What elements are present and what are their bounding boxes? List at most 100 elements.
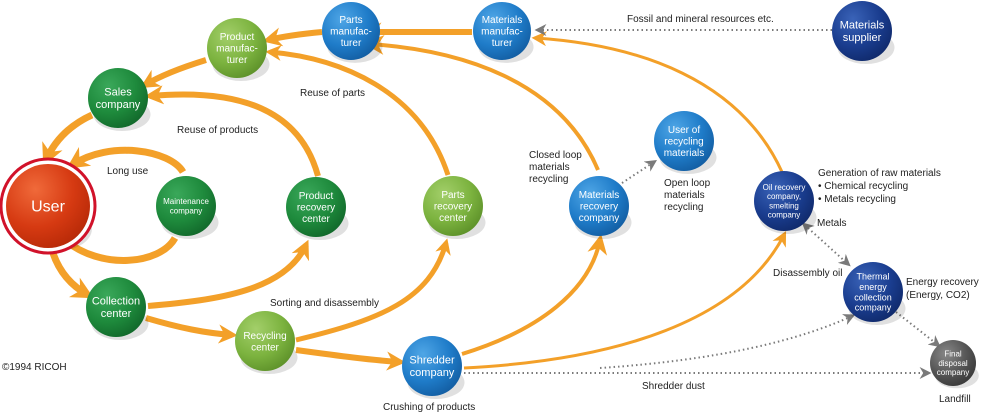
arrow-collection-to-recycling — [145, 315, 238, 344]
dotted-arrows — [464, 24, 941, 379]
node-circle — [754, 171, 814, 231]
node-label: smelting — [769, 201, 799, 210]
label-closed-loop-3: recycling — [529, 174, 568, 185]
node-label: turer — [492, 38, 513, 49]
arrow-sales-to-user — [42, 111, 94, 167]
label-open-loop-2: materials — [664, 190, 705, 201]
label-open-loop-1: Open loop — [664, 178, 711, 189]
node-label: Thermal — [856, 272, 889, 282]
dotted-materials-recovery-to-user-recycling — [621, 160, 658, 184]
node-label: recovery — [580, 202, 618, 213]
node-label: Parts — [339, 15, 362, 26]
node-label: manufac- — [481, 27, 523, 38]
nodes: UserSalescompanyProductmanufac-turerPart… — [0, 1, 979, 399]
node-label: Recycling — [243, 331, 286, 342]
node-circle — [569, 176, 629, 236]
node-circle — [88, 68, 148, 128]
node-label: company, — [767, 192, 801, 201]
arrow-product-mfr-to-sales — [140, 57, 207, 88]
arrow-collection-to-product-recovery — [147, 239, 309, 309]
node-label: recovery — [297, 203, 335, 214]
label-reuse-parts: Reuse of parts — [300, 88, 365, 99]
arrow-maintenance-to-user — [66, 146, 187, 175]
node-circle — [286, 177, 346, 237]
node-label: company — [768, 211, 800, 220]
arrow-oil-recovery-to-materials-mfr — [531, 31, 784, 173]
node-label: center — [302, 214, 330, 225]
label-generation-1: Generation of raw materials — [818, 168, 941, 179]
node-label: materials — [664, 148, 705, 159]
arrow-recycling-to-shredder — [295, 347, 406, 371]
node-circle — [235, 311, 295, 371]
node-circle — [402, 336, 462, 396]
node-label: center — [101, 308, 132, 320]
label-metals: Metals — [817, 218, 846, 229]
node-circle — [207, 18, 267, 78]
node-circle — [86, 277, 146, 337]
node-label: company — [410, 367, 455, 379]
node-label: company — [855, 303, 892, 313]
flow-arrows — [42, 22, 787, 371]
label-generation-3: • Metals recycling — [818, 194, 896, 205]
node-circle — [843, 262, 903, 322]
node-label: Oil recovery — [763, 183, 806, 192]
label-disassembly-oil: Disassembly oil — [773, 268, 842, 279]
arrow-materials-recovery-to-parts-mfr — [364, 34, 600, 171]
dotted-oil-thermal — [801, 222, 851, 267]
label-shredder-dust: Shredder dust — [642, 381, 705, 392]
label-landfill: Landfill — [939, 394, 971, 405]
node-label: Materials — [579, 190, 620, 201]
node-label: User — [31, 199, 65, 216]
node-label: company — [937, 368, 969, 377]
label-fossil: Fossil and mineral resources etc. — [627, 14, 774, 25]
node-circle — [6, 164, 90, 248]
arrow-shredder-to-materials-recovery — [461, 234, 608, 356]
node-label: collection — [854, 292, 892, 302]
node-label: Shredder — [409, 355, 455, 367]
node-label: Sales — [104, 87, 132, 99]
node-label: Maintenance — [163, 197, 209, 206]
node-label: User of — [668, 125, 700, 136]
node-label: Product — [299, 191, 334, 202]
node-circle — [473, 2, 531, 60]
labels: Fossil and mineral resources etc. Reuse … — [2, 14, 979, 413]
label-closed-loop-1: Closed loop — [529, 150, 582, 161]
label-energy-recovery-2: (Energy, CO2) — [906, 290, 970, 301]
label-crushing: Crushing of products — [383, 402, 475, 413]
label-closed-loop-2: materials — [529, 162, 570, 173]
label-long-use: Long use — [107, 166, 149, 177]
label-energy-recovery-1: Energy recovery — [906, 277, 979, 288]
arrow-user-to-collection — [48, 248, 94, 299]
node-label: turer — [341, 38, 362, 49]
node-label: Materials — [840, 20, 885, 32]
node-label: company — [170, 206, 202, 215]
dotted-shredder-to-thermal — [599, 314, 856, 369]
node-label: Product — [220, 32, 255, 43]
node-label: Collection — [92, 296, 140, 308]
arrow-user-maintenance-loop — [62, 235, 179, 264]
arrow-recycling-to-parts-recovery — [295, 238, 451, 343]
node-label: recovery — [434, 202, 472, 213]
node-label: company — [579, 213, 620, 224]
node-label: disposal — [938, 359, 968, 368]
node-label: manufac- — [330, 27, 372, 38]
dotted-thermal-to-final — [895, 311, 941, 348]
node-label: energy — [859, 282, 887, 292]
arrow-shredder-to-oil-recovery — [463, 231, 787, 370]
label-open-loop-3: recycling — [664, 202, 703, 213]
